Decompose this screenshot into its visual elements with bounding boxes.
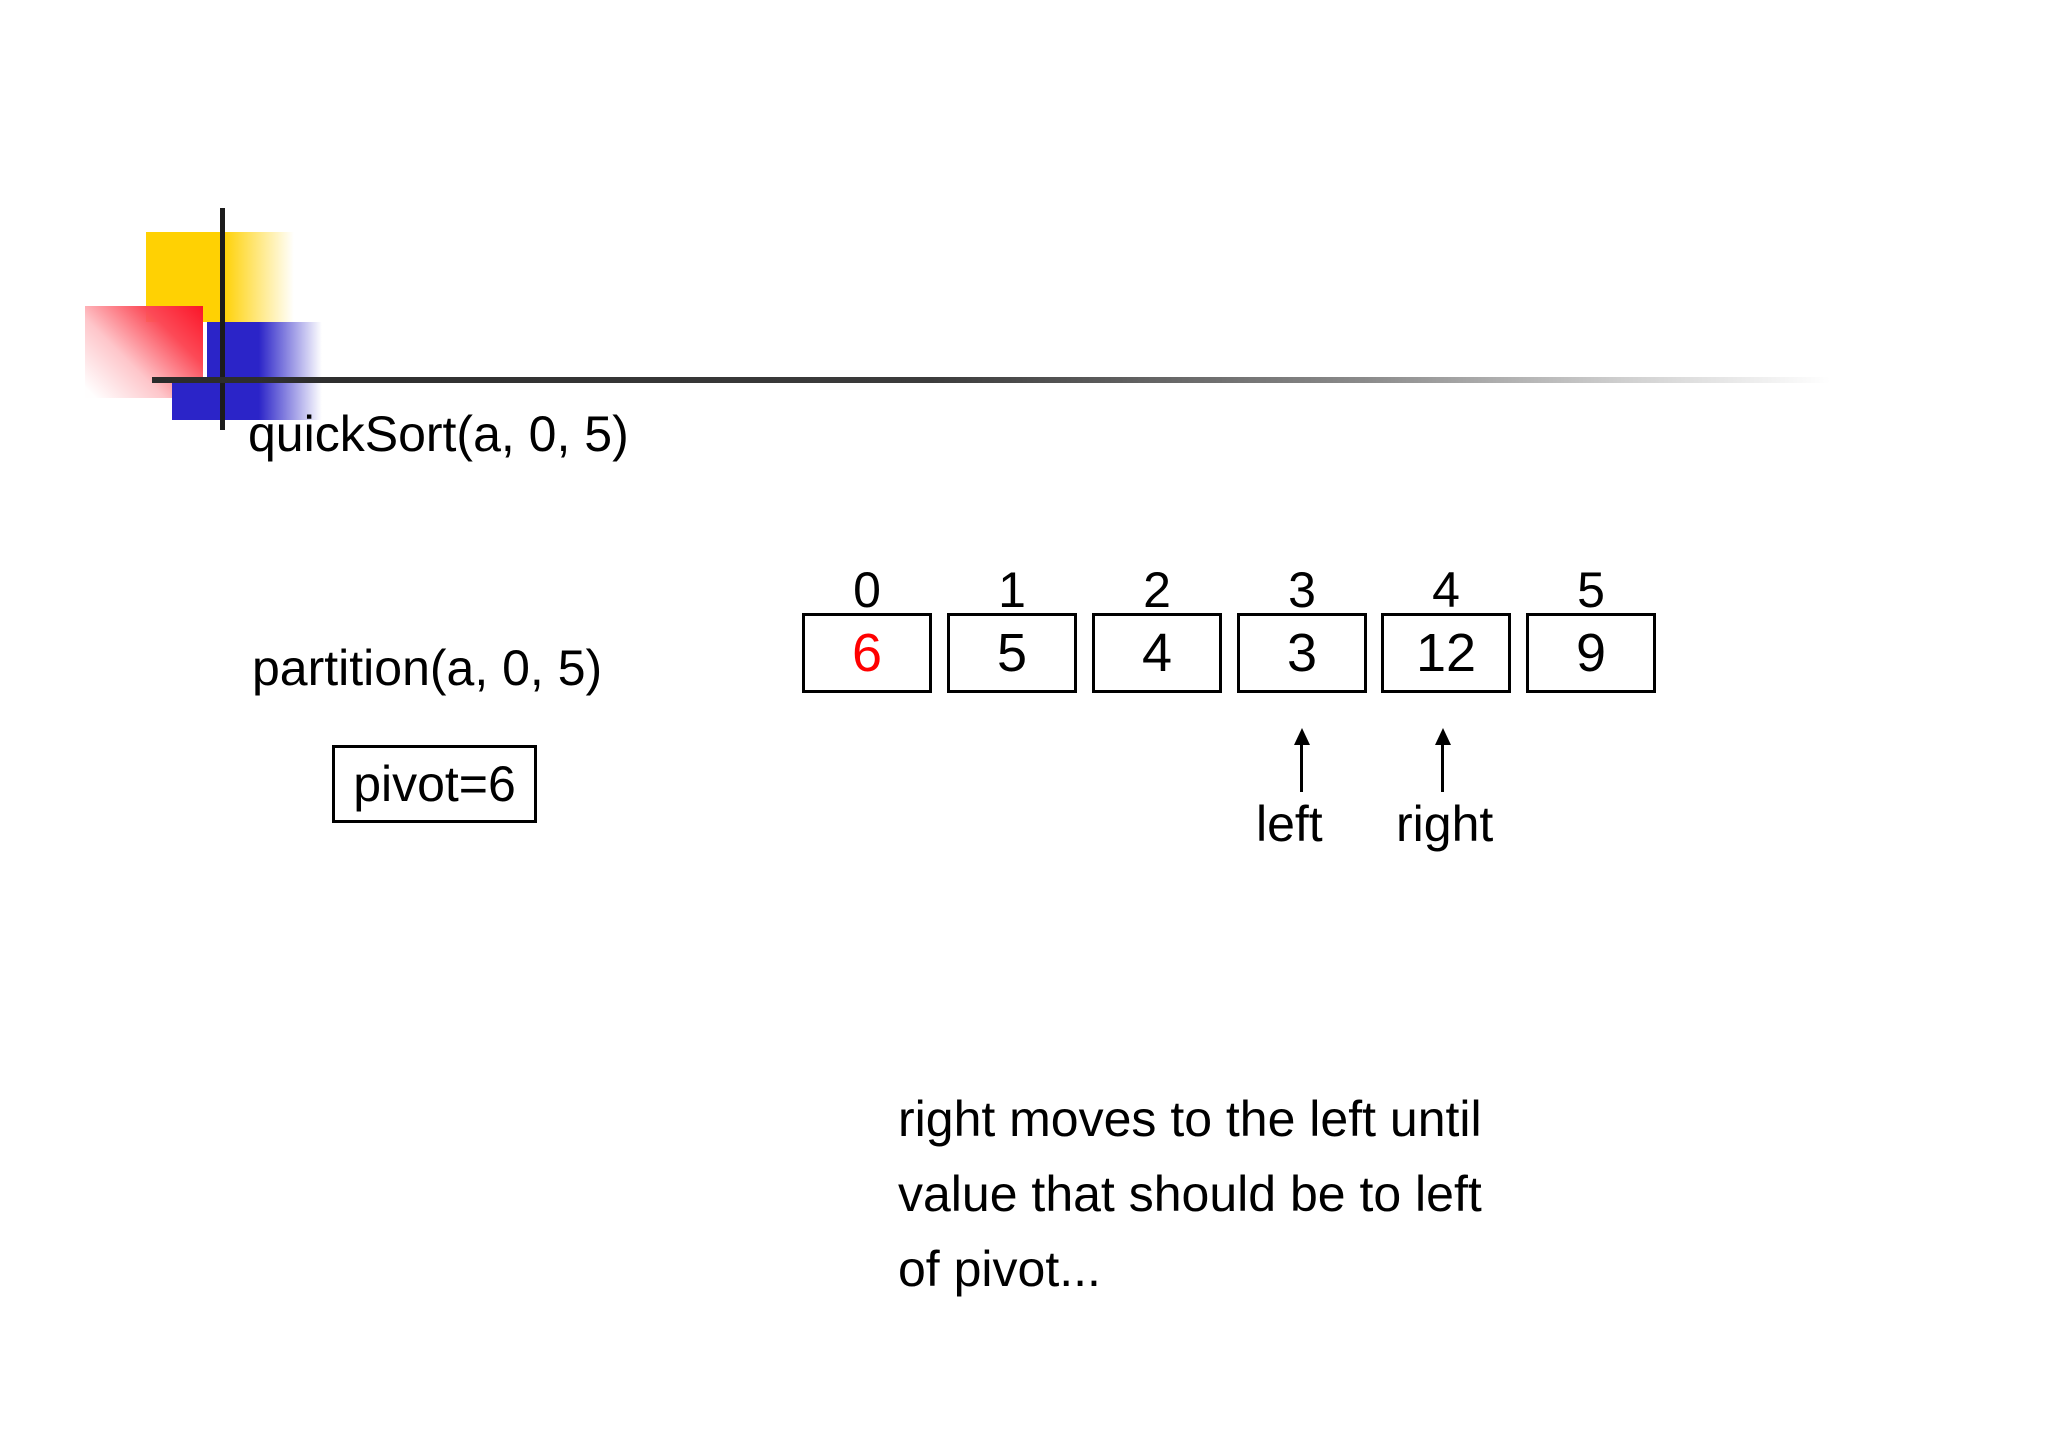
quicksort-call-text: quickSort(a, 0, 5): [248, 406, 629, 462]
array-cell-value: 3: [1286, 623, 1318, 683]
header-rule-line: [152, 377, 1882, 383]
pivot-box: pivot=6: [332, 745, 537, 823]
right-pointer-arrow-stem: [1441, 744, 1444, 792]
array-cell-value: 12: [1415, 623, 1477, 683]
array-index: 1: [998, 562, 1026, 618]
array-index: 3: [1288, 562, 1316, 618]
array-cell: 5: [947, 613, 1077, 693]
array-cell: 12: [1381, 613, 1511, 693]
array-index: 2: [1143, 562, 1171, 618]
array-cell-value: 6: [851, 623, 883, 683]
logo-blue-square: [207, 322, 322, 420]
pivot-label: pivot=6: [353, 756, 516, 812]
right-pointer-arrow-icon: [1435, 728, 1451, 745]
logo-blue-notch: [172, 379, 208, 420]
left-pointer-arrow-icon: [1294, 728, 1310, 745]
array-cell-value: 9: [1575, 623, 1607, 683]
left-pointer-label: left: [1256, 796, 1323, 852]
array-index: 0: [853, 562, 881, 618]
array-cell: 3: [1237, 613, 1367, 693]
left-pointer-arrow-stem: [1300, 744, 1303, 792]
array-cell: 6: [802, 613, 932, 693]
caption-text: right moves to the left until value that…: [898, 1091, 1482, 1297]
right-pointer-label: right: [1396, 796, 1494, 852]
array-index: 4: [1432, 562, 1460, 618]
array-index: 5: [1577, 562, 1605, 618]
array-cell: 9: [1526, 613, 1656, 693]
array-cell-value: 5: [996, 623, 1028, 683]
array-cell-value: 4: [1141, 623, 1173, 683]
array-cell: 4: [1092, 613, 1222, 693]
partition-call-text: partition(a, 0, 5): [252, 640, 603, 696]
logo-vertical-line: [220, 208, 225, 430]
